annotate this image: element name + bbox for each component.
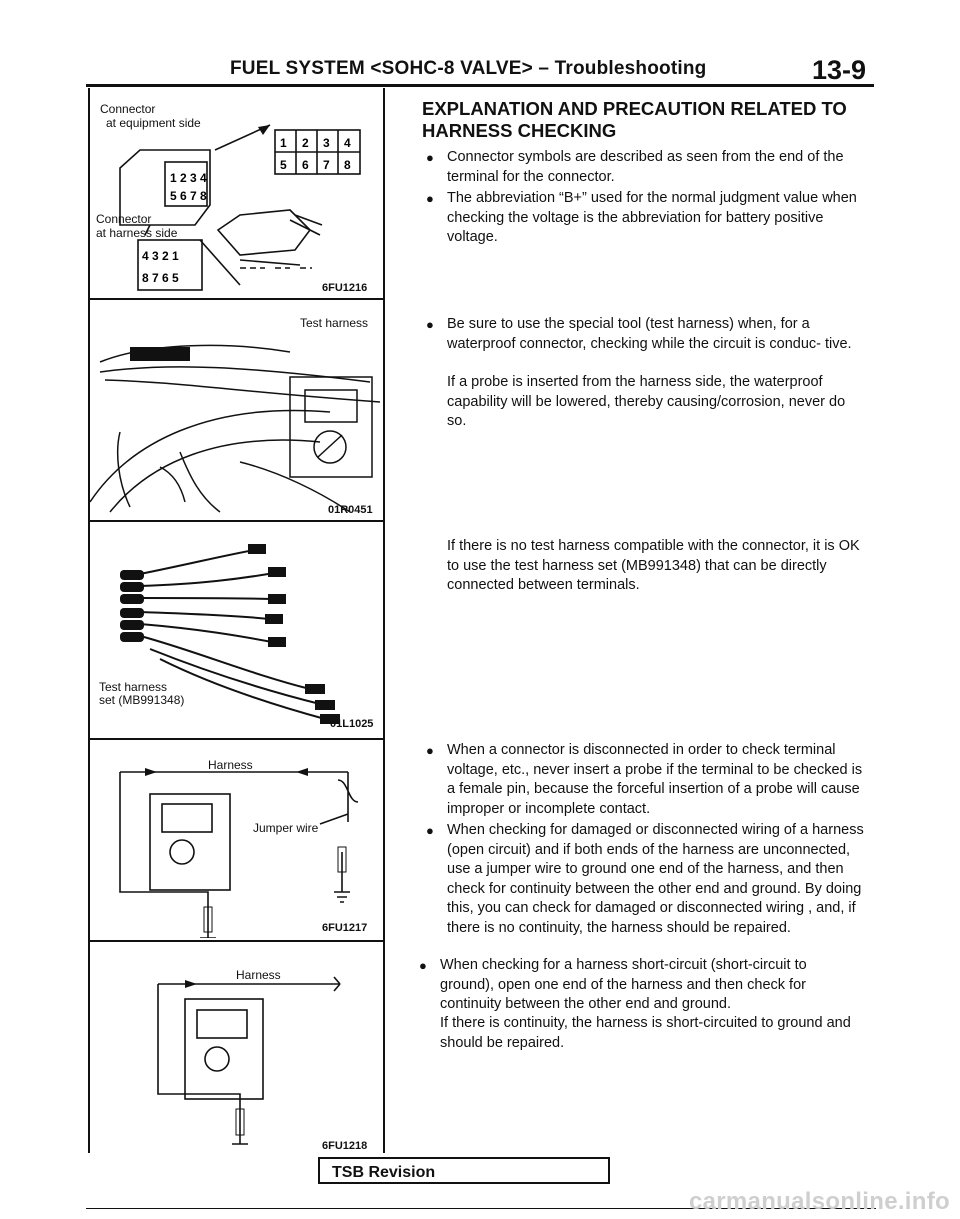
bullet-list-1: ●Connector symbols are described as seen… — [424, 148, 864, 250]
section-title: EXPLANATION AND PRECAUTION RELATED TO HA… — [422, 98, 847, 141]
list-item: ●Connector symbols are described as seen… — [426, 149, 844, 185]
test-harness-set-label: Test harness — [99, 680, 168, 694]
svg-text:4 3 2 1: 4 3 2 1 — [142, 249, 179, 263]
paragraph: If there is no test harness compatible w… — [447, 538, 860, 593]
harness-label: Harness — [208, 758, 253, 772]
list-item: ●The abbreviation “B+” used for the norm… — [426, 190, 857, 245]
figure-code: 6FU1217 — [322, 922, 368, 934]
svg-text:5 6 7 8: 5 6 7 8 — [170, 189, 207, 203]
page-number: 13-9 — [812, 55, 867, 85]
figure-code: 01R0451 — [328, 504, 373, 516]
bullet-list-5: ●When checking for a harness short-circu… — [417, 956, 863, 1017]
harness-label: Harness — [236, 968, 281, 982]
connector-harness-label-2: at harness side — [96, 226, 178, 240]
footer-rule — [86, 1208, 876, 1209]
figure-code: 6FU1218 — [322, 1140, 368, 1152]
figure-code: 6FU1216 — [322, 282, 368, 294]
figure-column-left-border — [88, 88, 90, 1153]
tsb-revision-box: TSB Revision — [318, 1157, 610, 1184]
figure-divider — [88, 298, 385, 300]
svg-text:7: 7 — [323, 158, 330, 172]
list-item: ●When a connector is disconnected in ord… — [426, 742, 863, 817]
figure-divider — [88, 738, 385, 740]
connector-equipment-label-2: at equipment side — [106, 116, 201, 130]
svg-text:5: 5 — [280, 158, 287, 172]
svg-text:2: 2 — [302, 136, 309, 150]
figure-divider — [88, 940, 385, 942]
jumper-wire-label: Jumper wire — [253, 821, 319, 835]
bullet-list-2: ●Be sure to use the special tool (test h… — [424, 315, 864, 356]
test-harness-label: Test harness — [300, 316, 369, 330]
open-circuit-check-figure — [90, 742, 382, 939]
svg-text:1: 1 — [280, 136, 287, 150]
short-circuit-check-figure — [90, 944, 382, 1150]
svg-text:3: 3 — [323, 136, 330, 150]
paragraph: If a probe is inserted from the harness … — [447, 374, 846, 429]
figure-divider — [88, 520, 385, 522]
watermark: carmanualsonline.info — [688, 1188, 950, 1215]
list-item: ●Be sure to use the special tool (test h… — [426, 316, 852, 352]
svg-text:8 7 6 5: 8 7 6 5 — [142, 271, 179, 285]
svg-text:1 2 3 4: 1 2 3 4 — [170, 171, 207, 185]
svg-text:8: 8 — [344, 158, 351, 172]
page-header-title: FUEL SYSTEM <SOHC-8 VALVE> – Troubleshoo… — [230, 58, 707, 79]
figure-code: 01L1025 — [330, 718, 374, 730]
paragraph: If there is continuity, the harness is s… — [440, 1015, 851, 1051]
figure-column-border — [383, 88, 385, 1153]
test-harness-set-label-2: set (MB991348) — [99, 693, 185, 707]
list-item: ●When checking for a harness short-circu… — [419, 957, 807, 1012]
list-item: ●When checking for damaged or disconnect… — [426, 822, 864, 936]
svg-text:4: 4 — [344, 136, 351, 150]
svg-text:6: 6 — [302, 158, 309, 172]
connector-harness-label: Connector — [96, 212, 152, 226]
bullet-list-4: ●When a connector is disconnected in ord… — [424, 741, 864, 940]
connector-equipment-label: Connector — [100, 102, 156, 116]
header-rule — [86, 84, 874, 87]
test-harness-engine-figure — [89, 302, 382, 518]
test-harness-set-figure — [90, 524, 382, 736]
